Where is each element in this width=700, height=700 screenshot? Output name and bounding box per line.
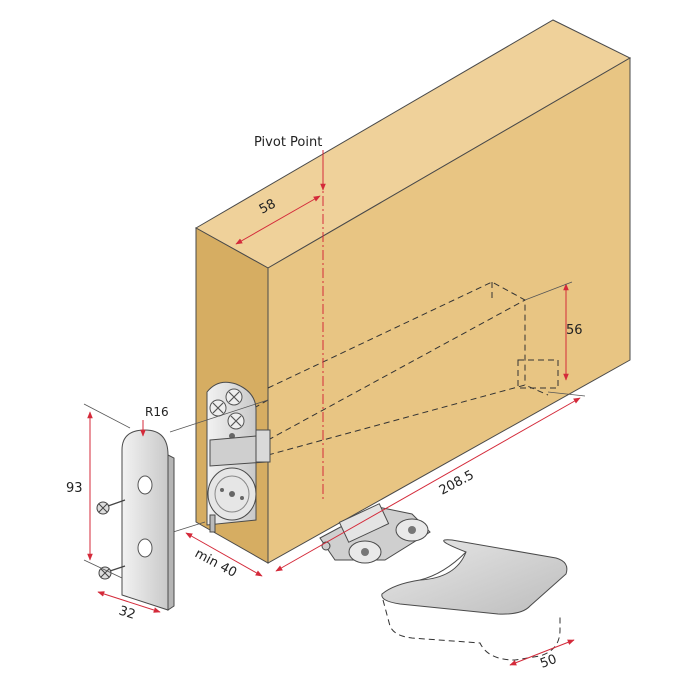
dim-93-label: 93 — [66, 481, 83, 496]
pivot-point-label: Pivot Point — [254, 135, 322, 150]
mounting-plate — [121, 429, 169, 611]
door-slab — [194, 19, 632, 564]
hidden-mortise-outline — [253, 281, 559, 456]
dim-208-5-label: 208.5 — [437, 468, 477, 499]
screw-icon — [98, 565, 126, 580]
mounting-plate-group — [96, 399, 269, 611]
floor-shoe — [381, 539, 568, 615]
top-pivot-plate — [206, 381, 271, 533]
dim-50-label: 50 — [538, 652, 559, 672]
dimension-lines — [83, 150, 586, 666]
dim-32-label: 32 — [117, 604, 137, 623]
screw-icon — [96, 499, 126, 515]
dim-min40-label: min 40 — [192, 546, 239, 580]
dim-r16-label: R16 — [145, 405, 169, 419]
dim-58-label: 58 — [257, 197, 279, 218]
dim-56-label: 56 — [566, 323, 583, 338]
